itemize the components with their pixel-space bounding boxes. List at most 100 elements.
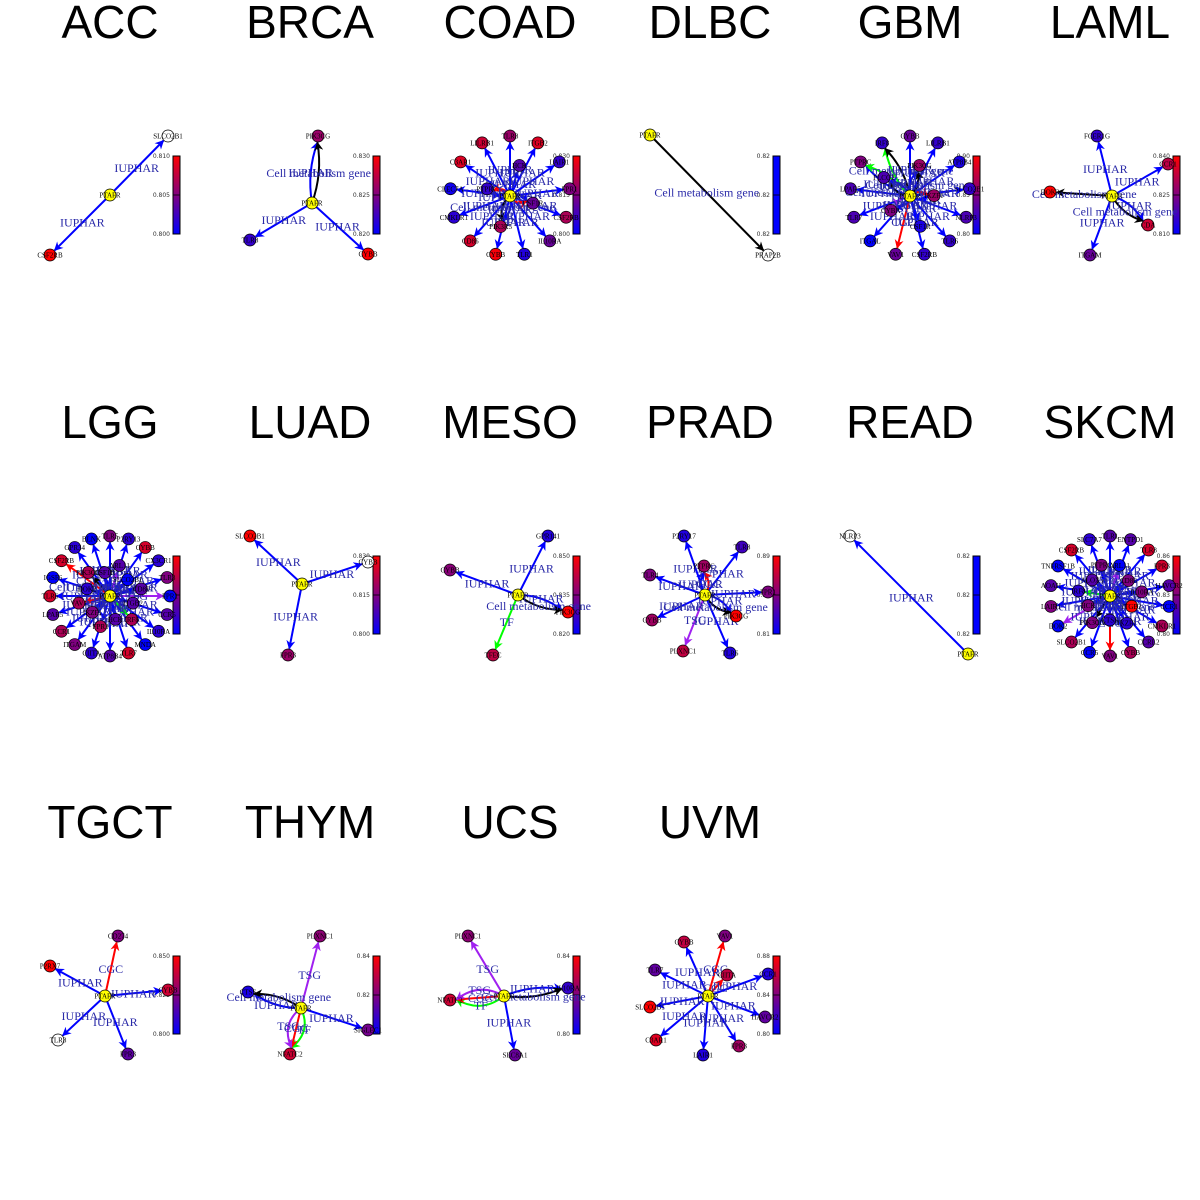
hub-node: PTAFR (290, 1001, 312, 1015)
node-label: FCER1G (1084, 133, 1110, 141)
node-label: CX3CR1 (146, 557, 173, 565)
gene-node: PIK3CG (76, 566, 101, 579)
gene-node: FPR3 (120, 1047, 136, 1061)
gene-node: HCK (512, 159, 527, 172)
edge-label: IUPHAR (660, 994, 705, 1008)
gene-node: C3AR1 (450, 155, 472, 169)
node-label: CSF1R (94, 569, 115, 577)
gene-node: ARL11 (1109, 559, 1130, 572)
gene-node: PLXNC1 (307, 929, 334, 943)
colorbar-tick-label: 0.85 (957, 192, 971, 199)
edge-label: CGC (696, 577, 721, 591)
node-label: CYBB (642, 617, 661, 625)
edge-label: CGC (891, 215, 916, 229)
gene-node: VAV1 (717, 929, 734, 943)
node-label: GPR141 (536, 533, 561, 541)
edge-label: IUPHAR (510, 174, 555, 188)
nodes: NLRP3 (839, 529, 861, 543)
edge-label: IUPHAR (861, 186, 906, 200)
node-circle (758, 1010, 772, 1024)
hub-circle (903, 189, 917, 203)
hub-circle (98, 989, 112, 1003)
gene-node: CCR5 (158, 608, 176, 621)
edge-label: IUPHAR (910, 174, 955, 188)
hub-node: PTAFR (301, 196, 323, 210)
gene-node: CCR1 (1159, 157, 1177, 171)
node-label: LAIR1 (1041, 603, 1061, 611)
edge-label: Cell metabolism gene (845, 185, 950, 199)
gene-node: IL10RA (538, 234, 561, 248)
panel-laml: LAML0.8400.8250.810IUPHARIUPHARIUPHARCel… (1032, 0, 1181, 262)
node-label: SLCO2B1 (235, 533, 265, 541)
colorbar: 0.840.82 (357, 953, 381, 1035)
node-label: PLXNC1 (670, 648, 697, 656)
edge-label: TF (887, 167, 901, 181)
edge-label: IUPHAR (309, 1011, 354, 1025)
node-circle (854, 155, 867, 169)
node-label: GPR34 (64, 544, 85, 552)
node-label: ITGB2 (123, 600, 143, 608)
node-circle (85, 532, 98, 546)
node-label: SLCO2B1 (1057, 638, 1087, 646)
gene-node: CYBB (440, 563, 460, 577)
panel-title: THYM (245, 796, 375, 848)
gene-node: PTPRC (476, 182, 498, 196)
nodes: PRAP2B (755, 248, 781, 262)
node-circle (43, 248, 57, 262)
gene-node: CLEC7A (437, 182, 464, 196)
colorbar-tick-label: 0.850 (553, 553, 570, 560)
gene-node: CSF2RB (1059, 543, 1084, 557)
gene-node: HCK (1081, 599, 1095, 613)
node-label: CSF2RB (553, 214, 579, 222)
panel-title: DLBC (649, 0, 772, 48)
node-label: CYBA (881, 207, 900, 215)
colorbar-tick-label: 0.81 (757, 631, 771, 638)
node-circle (732, 1039, 746, 1053)
gene-node: LAIR1 (693, 1048, 713, 1062)
edge-label: IUPHAR (675, 965, 720, 979)
colorbar-tick-label: 0.825 (353, 192, 370, 199)
node-circle (454, 155, 467, 169)
node-label: IL10RA (147, 628, 170, 636)
hub-node: PTAFR (1099, 589, 1121, 603)
panel-luad: LUAD0.8300.8150.800IUPHARIUPHARIUPHARSLC… (235, 396, 381, 662)
edge-label: IUPHAR (888, 176, 933, 190)
edge-label: TSG (684, 613, 707, 627)
hub-node: PTAFR (94, 989, 116, 1003)
node-circle (649, 1033, 663, 1047)
node-circle (108, 613, 122, 626)
node-label: ENTPD1 (1117, 536, 1144, 544)
colorbar-tick-label: 0.830 (353, 553, 370, 560)
node-label: CTSS (240, 989, 257, 997)
node-label: P2RY13 (117, 535, 141, 543)
node-circle (113, 559, 126, 572)
node-label: CSF2RB (912, 251, 938, 259)
node-circle (68, 541, 82, 554)
hub-label: PTAFR (291, 581, 313, 589)
gene-node: CSF2RB (49, 554, 74, 568)
node-label: TFEC (484, 652, 501, 660)
node-circle (475, 136, 489, 150)
node-label: TLR8 (50, 1037, 67, 1045)
node-circle (138, 541, 152, 554)
gene-node: ENTPD1 (1117, 533, 1144, 546)
node-label: CYBB (440, 567, 459, 575)
edge-label: IUPHAR (288, 165, 333, 179)
panel-title: LAML (1050, 0, 1170, 48)
node-circle (111, 929, 125, 943)
edge-label: Cell metabolism gene (1073, 205, 1178, 219)
hub-circle (701, 989, 715, 1003)
node-circle (531, 136, 545, 150)
node-circle (526, 196, 540, 210)
gene-node: IL10RA (556, 981, 580, 995)
node-circle (553, 155, 566, 169)
gene-node: CD86 (133, 582, 150, 596)
nodes: TLR8ITGB2LAIR1FPR1CSF2RBIL10RATLR1CYBBCD… (437, 129, 579, 261)
